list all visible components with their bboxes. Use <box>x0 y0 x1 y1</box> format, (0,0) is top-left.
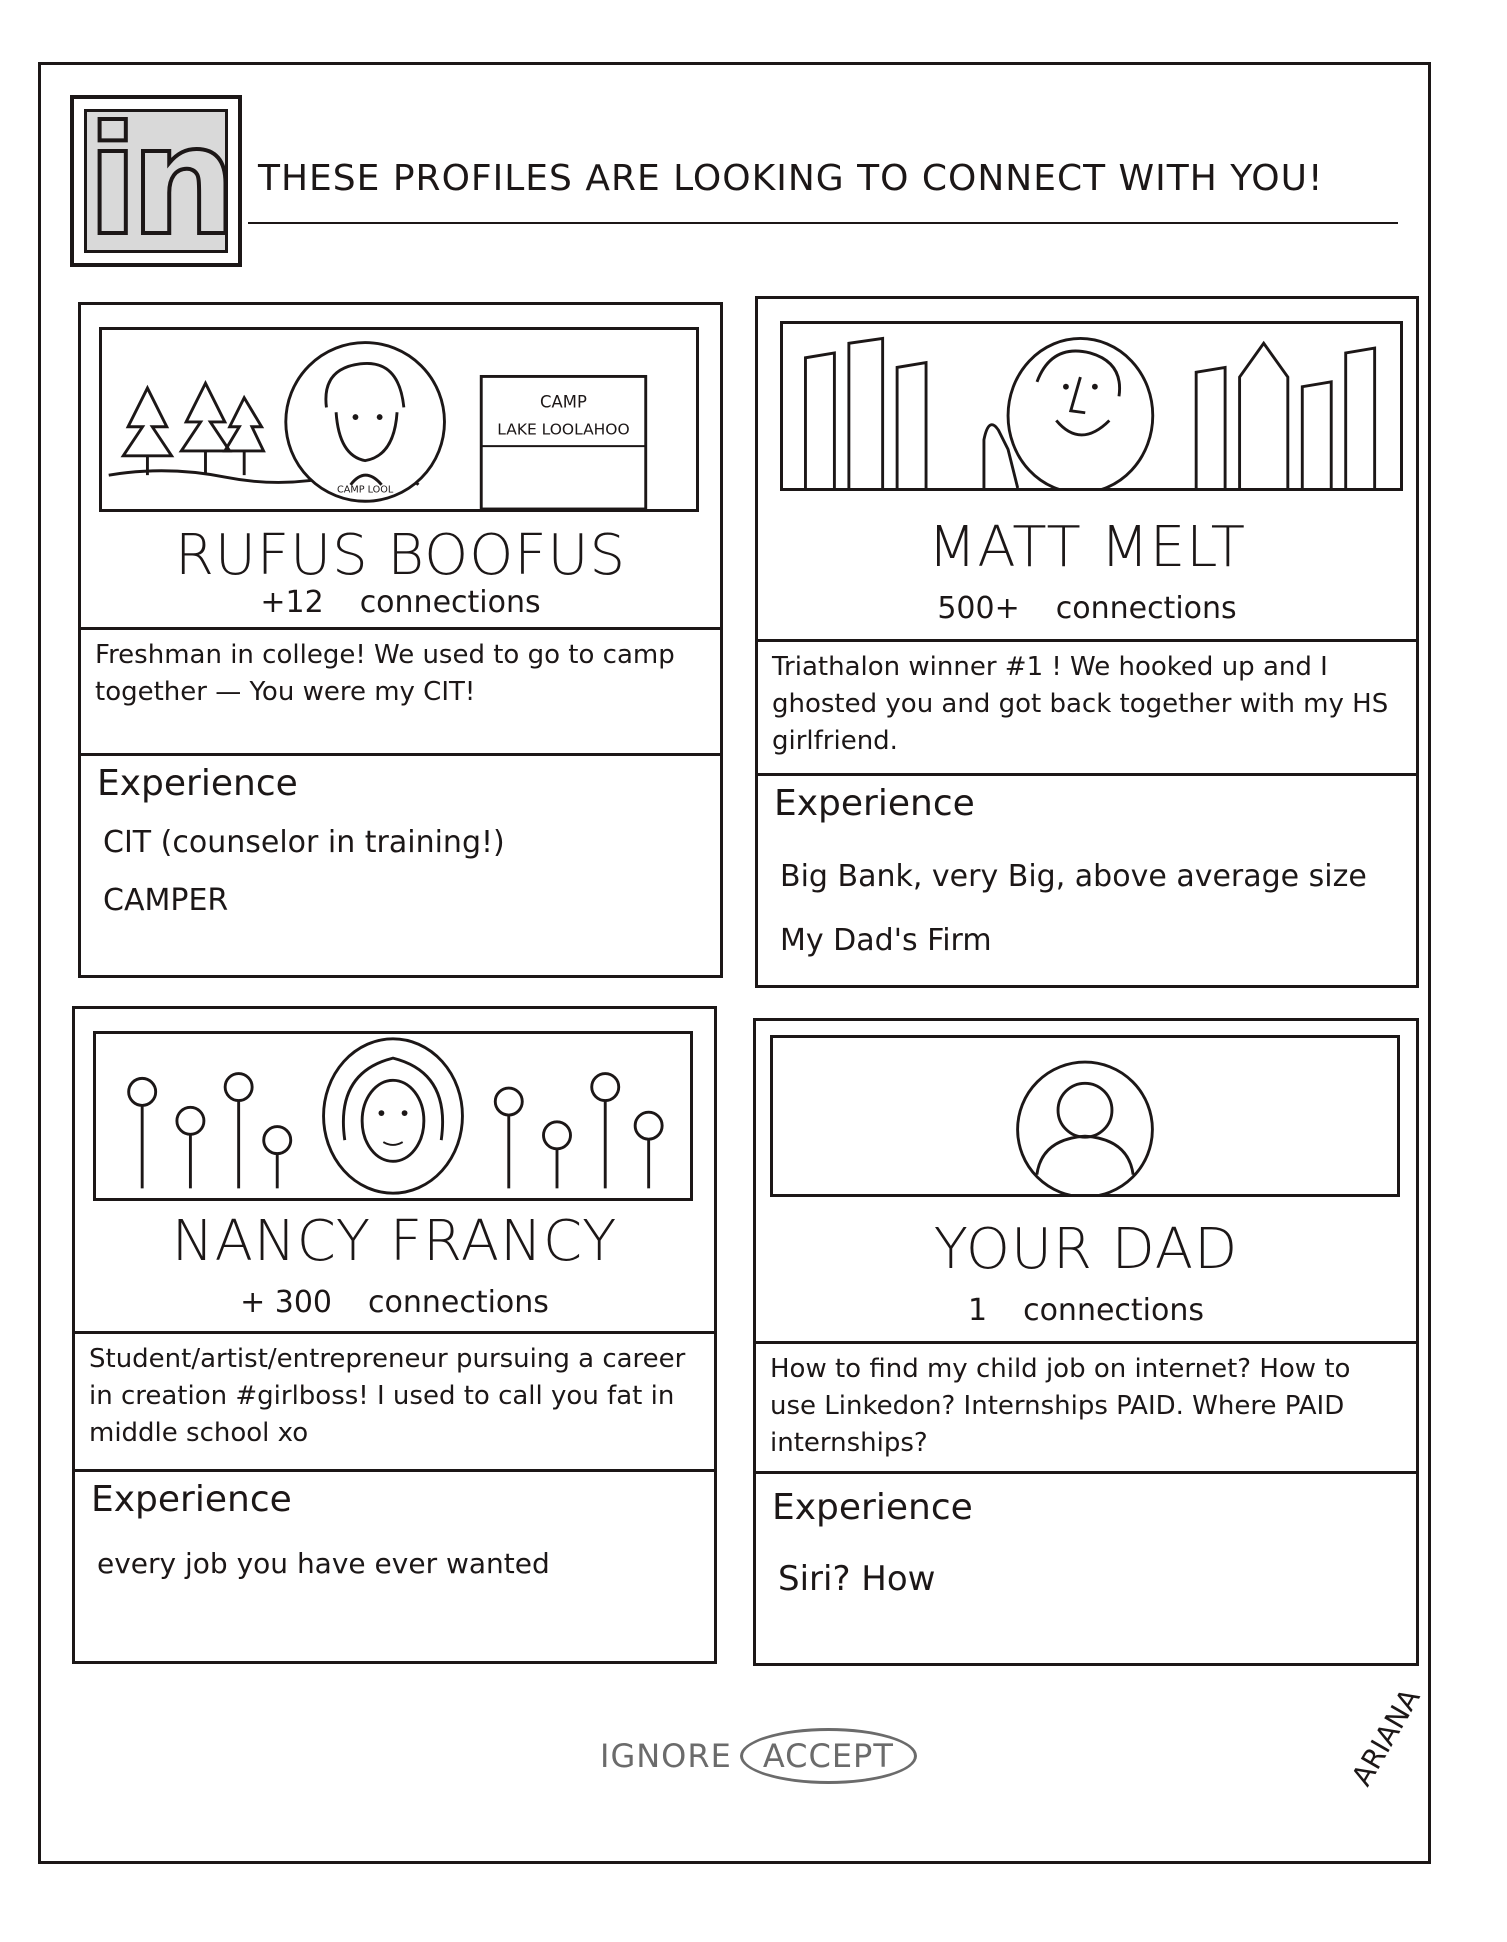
experience-heading: Experience <box>772 1487 973 1528</box>
section-divider <box>758 773 1416 776</box>
connection-count: +12 <box>260 585 324 620</box>
connection-info: + 300 connections <box>75 1285 714 1320</box>
section-divider <box>75 1331 714 1334</box>
connection-label: connections <box>1055 591 1237 626</box>
profile-card-rufus[interactable]: CAMP LOOL CAMP LAKE LOOLAHOO RUFUS BOOFU… <box>78 302 723 978</box>
profile-name: MATT MELT <box>928 515 1246 580</box>
avatar-caption: CAMP LOOL <box>337 485 394 496</box>
profile-name: NANCY FRANCY <box>171 1209 618 1274</box>
section-divider <box>756 1471 1416 1474</box>
headline-divider <box>248 222 1398 224</box>
linkedin-logo: in <box>70 95 242 267</box>
profile-banner <box>780 321 1403 491</box>
experience-heading: Experience <box>97 763 298 804</box>
connection-label: connections <box>359 585 541 620</box>
city-banner-illustration <box>804 336 1377 488</box>
logo-text: in <box>84 105 239 259</box>
section-divider <box>75 1469 714 1472</box>
profile-card-matt[interactable]: MATT MELT 500+ connections Triathalon win… <box>755 296 1419 988</box>
accept-button[interactable]: ACCEPT <box>739 1728 917 1784</box>
section-divider <box>81 627 720 630</box>
connection-actions: IGNORE ACCEPT <box>600 1726 917 1786</box>
profile-card-nancy[interactable]: NANCY FRANCY + 300 connections Student/ar… <box>72 1006 717 1664</box>
profile-bio: Triathalon winner #1 ! We hooked up and … <box>772 652 1389 756</box>
camp-banner-illustration: CAMP LOOL CAMP LAKE LOOLAHOO <box>108 341 648 509</box>
connection-info: 1 connections <box>756 1293 1416 1328</box>
camp-sign-line2: LAKE LOOLAHOO <box>497 420 629 438</box>
page-headline: THESE PROFILES ARE LOOKING TO CONNECT WI… <box>258 158 1324 199</box>
profile-banner <box>93 1031 693 1201</box>
blank-banner <box>1016 1060 1154 1194</box>
flower-banner-illustration <box>127 1037 664 1195</box>
thumbs-up-icon <box>982 423 1020 488</box>
connection-label: connections <box>1023 1293 1205 1328</box>
profile-bio: Freshman in college! We used to go to ca… <box>95 640 675 707</box>
experience-item: CIT (counselor in training!) <box>103 825 505 860</box>
section-divider <box>758 639 1416 642</box>
experience-item: CAMPER <box>103 883 229 918</box>
connection-info: 500+ connections <box>758 591 1416 626</box>
profile-banner <box>770 1035 1400 1197</box>
profile-name: YOUR DAD <box>933 1217 1239 1282</box>
profile-bio: Student/artist/entrepreneur pursuing a c… <box>89 1344 686 1448</box>
profile-card-your-dad[interactable]: YOUR DAD 1 connections How to find my chi… <box>753 1018 1419 1666</box>
pine-tree-icon <box>120 379 266 476</box>
page-frame <box>38 62 1431 1864</box>
connection-count: + 300 <box>240 1285 332 1320</box>
section-divider <box>756 1341 1416 1344</box>
experience-item: Siri? How <box>778 1559 936 1599</box>
connection-info: +12 connections <box>81 585 720 620</box>
experience-item: My Dad's Firm <box>780 923 992 958</box>
ignore-button[interactable]: IGNORE <box>600 1737 732 1775</box>
connection-count: 1 <box>967 1293 988 1328</box>
connection-count: 500+ <box>937 591 1020 626</box>
default-avatar-icon <box>1016 1060 1154 1194</box>
connection-label: connections <box>368 1285 549 1320</box>
experience-item: every job you have ever wanted <box>97 1547 550 1580</box>
experience-item: Big Bank, very Big, above average size <box>780 859 1367 894</box>
experience-heading: Experience <box>774 783 975 824</box>
skyline-icon <box>804 336 1377 488</box>
profile-name: RUFUS BOOFUS <box>174 523 627 588</box>
experience-heading: Experience <box>91 1479 292 1520</box>
profile-banner: CAMP LOOL CAMP LAKE LOOLAHOO <box>99 327 699 512</box>
avatar-rufus <box>284 341 446 503</box>
section-divider <box>81 753 720 756</box>
camp-sign-line1: CAMP <box>540 392 587 411</box>
flower-icon <box>127 1072 664 1189</box>
camp-sign <box>479 374 648 509</box>
profile-bio: How to find my child job on internet? Ho… <box>770 1354 1351 1458</box>
